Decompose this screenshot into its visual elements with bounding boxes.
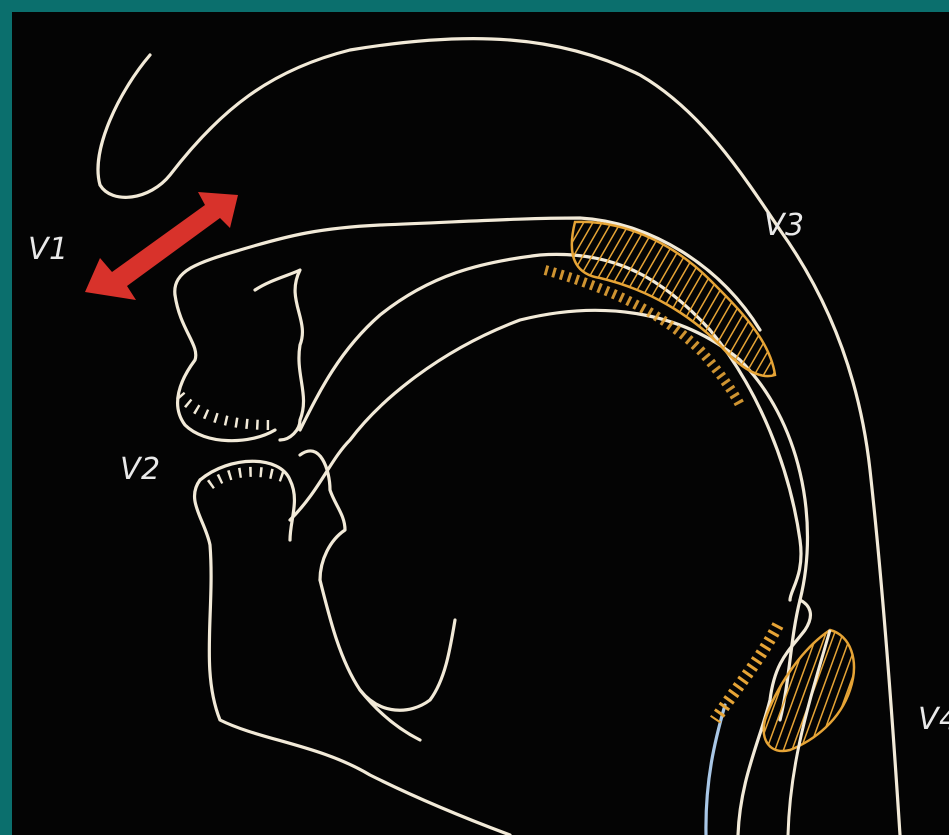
upper-lip-front — [175, 295, 275, 441]
label-v4: V4 — [918, 702, 949, 737]
v3-hatched-region — [545, 222, 775, 405]
chin-outline — [195, 480, 510, 835]
label-v3: V3 — [764, 208, 805, 243]
lower-lip-outline — [200, 461, 294, 540]
tongue-outline — [290, 310, 808, 720]
diagram-panel: V1 V2 V3 V4 — [12, 12, 949, 835]
label-v1: V1 — [28, 232, 69, 267]
epiglottis-outline — [706, 705, 725, 835]
lower-teeth-outline — [300, 451, 345, 580]
vocal-tract-diagram — [12, 12, 949, 835]
v1-arrow — [85, 192, 238, 300]
upper-teeth-outline — [255, 270, 304, 440]
jaw-inner-outline — [320, 580, 455, 710]
label-v2: V2 — [120, 452, 161, 487]
